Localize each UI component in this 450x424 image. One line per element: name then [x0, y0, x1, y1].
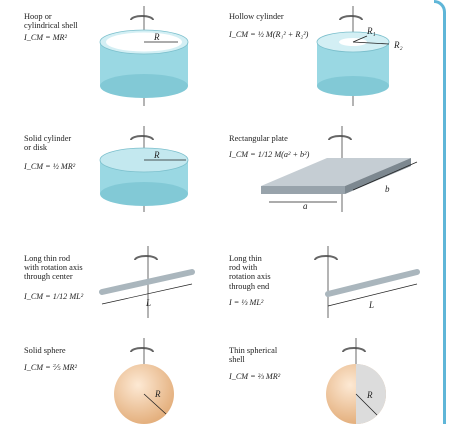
rectangular-plate-label: Rectangular plate [229, 134, 288, 143]
solid-cylinder-cell: Solid cylinder or disk I_CM = ½ MR² R [0, 106, 225, 212]
radius-label: R [154, 389, 161, 399]
spherical-shell-formula: I_CM = ⅔ MR² [229, 372, 281, 381]
r1-line [352, 35, 368, 43]
length-dimension [101, 283, 193, 305]
r2-label: R₂ [393, 40, 403, 50]
rotation-arrow-icon [134, 255, 158, 261]
hoop-diagram: R [99, 6, 189, 106]
rotation-arrow-icon [130, 15, 154, 21]
shell-cutaway [356, 364, 386, 424]
solid-cylinder-base [100, 182, 188, 206]
r2-line [352, 41, 390, 45]
rod-end-formula: I = ⅓ ML² [229, 298, 264, 307]
radius-label: R [366, 390, 373, 400]
rod-center-formula: I_CM = 1/12 ML² [24, 292, 84, 301]
hollow-cylinder-base [317, 76, 389, 96]
hollow-cylinder-label: Hollow cylinder [229, 12, 284, 21]
hoop-cell: Hoop or cylindrical shell I_CM = MR² R [0, 0, 225, 106]
rotation-arrow-icon [339, 15, 363, 21]
figure-border [434, 0, 446, 424]
rotation-arrow-icon [328, 135, 352, 141]
rotation-arrow-icon [314, 255, 338, 261]
plate-top [261, 158, 411, 186]
solid-cylinder-formula: I_CM = ½ MR² [24, 162, 76, 171]
spherical-shell-cell: Thin spherical shell I_CM = ⅔ MR² R [225, 318, 450, 424]
rectangular-plate-cell: Rectangular plate I_CM = 1/12 M(a² + b²)… [225, 106, 450, 212]
solid-cylinder-diagram: R [99, 126, 189, 212]
solid-sphere-formula: I_CM = ⅖ MR² [24, 363, 77, 372]
solid-cylinder-label: Solid cylinder or disk [24, 134, 72, 153]
length-dimension [327, 283, 418, 307]
rotation-arrow-icon [342, 347, 366, 353]
radius-label: R [153, 150, 160, 160]
hoop-label: Hoop or cylindrical shell [24, 12, 78, 31]
length-label: L [368, 300, 374, 310]
length-label: L [145, 298, 151, 308]
rod-end-cell: Long thin rod with rotation axis through… [225, 212, 450, 318]
rod-end-diagram: L [314, 246, 420, 318]
radius-line [143, 393, 167, 415]
solid-sphere-diagram: R [114, 338, 174, 424]
rotation-arrow-icon [130, 347, 154, 353]
hoop-base [100, 74, 188, 98]
b-label: b [385, 184, 390, 194]
hollow-cylinder-diagram: R₁ R₂ [316, 6, 403, 106]
rod [99, 269, 195, 295]
spherical-shell-diagram: R [326, 338, 386, 424]
a-label: a [303, 201, 308, 211]
radius-line [355, 393, 378, 416]
rectangular-plate-formula: I_CM = 1/12 M(a² + b²) [229, 150, 310, 159]
plate-front [261, 186, 345, 194]
hollow-cylinder-formula: I_CM = ½ M(R₁² + R₂²) [229, 30, 309, 39]
plate-side [345, 158, 411, 194]
rectangular-plate-diagram: a b [261, 126, 418, 212]
spherical-shell-label: Thin spherical shell [229, 346, 278, 365]
r1-label: R₁ [366, 26, 376, 36]
rod-center-diagram: L [99, 246, 195, 318]
solid-sphere-label: Solid sphere [24, 346, 66, 355]
solid-sphere-cell: Solid sphere I_CM = ⅖ MR² R [0, 318, 225, 424]
radius-label: R [153, 32, 160, 42]
hollow-cylinder-cell: Hollow cylinder I_CM = ½ M(R₁² + R₂²) R₁… [225, 0, 450, 106]
b-dimension [352, 161, 418, 191]
rod-center-label: Long thin rod with rotation axis through… [24, 254, 83, 282]
hoop-formula: I_CM = MR² [24, 33, 67, 42]
rod [325, 269, 420, 297]
rod-end-label: Long thin rod with rotation axis through… [229, 254, 271, 291]
rotation-arrow-icon [130, 135, 154, 141]
rod-center-cell: Long thin rod with rotation axis through… [0, 212, 225, 318]
